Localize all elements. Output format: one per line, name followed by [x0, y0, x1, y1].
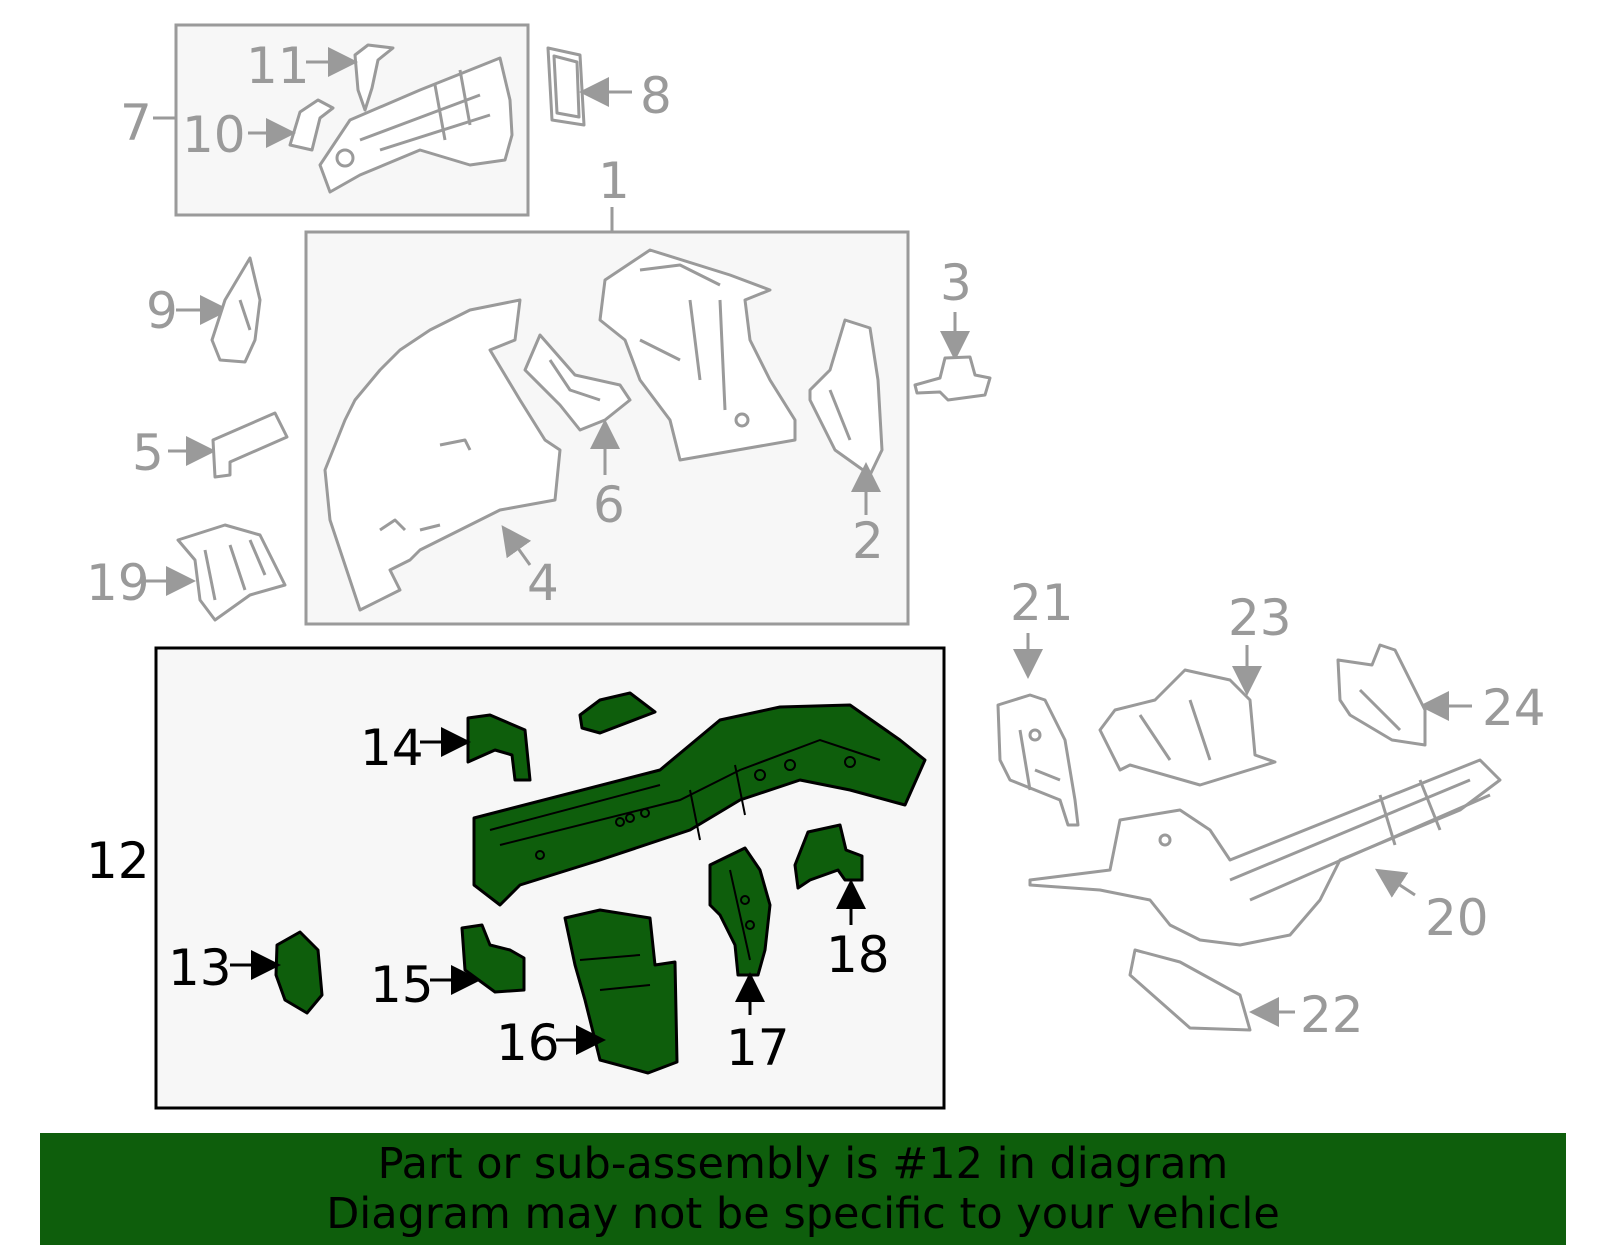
- callout-5: 5: [132, 424, 164, 482]
- callout-18: 18: [826, 926, 890, 984]
- callout-17: 17: [726, 1019, 790, 1077]
- leader-4: [501, 525, 532, 566]
- callout-2: 2: [852, 512, 884, 570]
- callout-23: 23: [1228, 589, 1292, 647]
- part-24-bracket[interactable]: [1336, 643, 1427, 747]
- callout-4: 4: [527, 554, 559, 612]
- callout-8: 8: [640, 67, 672, 125]
- callout-15: 15: [370, 956, 434, 1014]
- callout-1: 1: [598, 152, 630, 210]
- callout-24: 24: [1482, 679, 1546, 737]
- callout-11: 11: [246, 37, 310, 95]
- part-4-wheelhouse[interactable]: [323, 298, 562, 612]
- part-20-subframe[interactable]: [1028, 758, 1502, 947]
- part-12-frame-rail[interactable]: [472, 703, 927, 907]
- part-10-bracket[interactable]: [288, 98, 335, 152]
- part-23-panel[interactable]: [1098, 668, 1277, 787]
- part-14-bracket[interactable]: [466, 713, 532, 782]
- parts-diagram: 7 10 11 8 1 4 6 2 3 9 5: [86, 23, 1546, 1110]
- part-7-apron-rail[interactable]: [318, 56, 514, 194]
- part-12-top-bracket[interactable]: [578, 691, 657, 735]
- part-3-bracket[interactable]: [913, 355, 992, 402]
- info-banner: Part or sub-assembly is #12 in diagram D…: [40, 1133, 1566, 1245]
- part-5-block[interactable]: [211, 411, 289, 479]
- callout-3: 3: [940, 254, 972, 312]
- callout-20: 20: [1425, 889, 1489, 947]
- part-21-panel[interactable]: [996, 693, 1080, 827]
- callout-6: 6: [593, 476, 625, 534]
- callout-14: 14: [360, 719, 424, 777]
- callout-12: 12: [86, 832, 150, 890]
- callout-13: 13: [168, 939, 232, 997]
- part-11-bracket[interactable]: [353, 43, 395, 112]
- callout-7: 7: [120, 94, 152, 152]
- callout-16: 16: [496, 1014, 560, 1072]
- callout-22: 22: [1300, 986, 1364, 1044]
- part-16-panel[interactable]: [563, 908, 679, 1075]
- banner-line-disclaimer: Diagram may not be specific to your vehi…: [326, 1189, 1280, 1239]
- banner-line-part: Part or sub-assembly is #12 in diagram: [377, 1139, 1229, 1189]
- callout-10: 10: [182, 106, 246, 164]
- part-8-plate[interactable]: [546, 46, 586, 127]
- callout-19: 19: [86, 554, 150, 612]
- part-9-brace[interactable]: [210, 256, 262, 364]
- callout-9: 9: [146, 282, 178, 340]
- callout-21: 21: [1010, 574, 1074, 632]
- part-upper-panel[interactable]: [598, 248, 797, 462]
- part-19-bracket[interactable]: [176, 523, 287, 622]
- leader-20: [1374, 868, 1416, 898]
- part-22-shield[interactable]: [1128, 948, 1252, 1032]
